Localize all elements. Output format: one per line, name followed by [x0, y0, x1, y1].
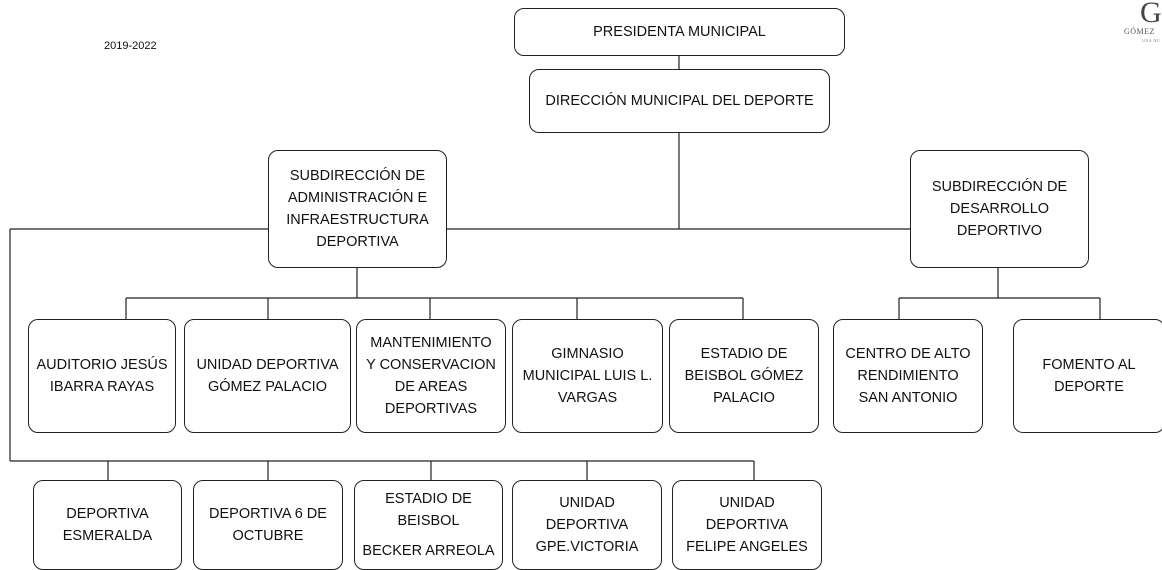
unidad-felipe-angeles-box: UNIDAD DEPORTIVA FELIPE ANGELES: [672, 480, 822, 570]
subdireccion-administracion-box: SUBDIRECCIÓN DE ADMINISTRACIÓN E INFRAES…: [268, 150, 447, 268]
subdireccion-desarrollo-box: SUBDIRECCIÓN DE DESARROLLO DEPORTIVO: [910, 150, 1089, 268]
gimnasio-label: GIMNASIO MUNICIPAL LUIS L. VARGAS: [522, 346, 653, 406]
unidad-gomez-palacio-box: UNIDAD DEPORTIVA GÓMEZ PALACIO: [184, 319, 351, 433]
fomento-deporte-box: FOMENTO AL DEPORTE: [1013, 319, 1162, 433]
centro-alto-rendimiento-box: CENTRO DE ALTO RENDIMIENTO SAN ANTONIO: [833, 319, 983, 433]
deportiva-6-octubre-label: DEPORTIVA 6 DE OCTUBRE: [209, 506, 327, 544]
unidad-felipe-angeles-label: UNIDAD DEPORTIVA FELIPE ANGELES: [686, 495, 808, 555]
estadio-becker-line3: BECKER ARREOLA: [362, 543, 495, 559]
mantenimiento-box: MANTENIMIENTO Y CONSERVACION DE AREAS DE…: [356, 319, 506, 433]
auditorio-box: AUDITORIO JESÚS IBARRA RAYAS: [28, 319, 176, 433]
deportiva-esmeralda-box: DEPORTIVA ESMERALDA: [33, 480, 182, 570]
period-label: 2019-2022: [104, 40, 157, 52]
subdireccion-desarrollo-label: SUBDIRECCIÓN DE DESARROLLO DEPORTIVO: [931, 179, 1068, 239]
deportiva-esmeralda-label: DEPORTIVA ESMERALDA: [62, 506, 153, 544]
subdireccion-administracion-label: SUBDIRECCIÓN DE ADMINISTRACIÓN E INFRAES…: [286, 168, 429, 250]
estadio-gomez-palacio-box: ESTADIO DE BEISBOL GÓMEZ PALACIO: [669, 319, 819, 433]
estadio-becker-text: ESTADIO DE BEISBOL BECKER ARREOLA: [362, 488, 494, 562]
municipal-logo: G GÓMEZ UNA NU: [1120, 2, 1162, 52]
logo-subtext: UNA NU: [1142, 38, 1161, 43]
direccion-municipal-label: DIRECCIÓN MUNICIPAL DEL DEPORTE: [545, 93, 814, 109]
presidenta-municipal-box: PRESIDENTA MUNICIPAL: [514, 8, 845, 56]
fomento-deporte-label: FOMENTO AL DEPORTE: [1042, 357, 1136, 395]
deportiva-6-octubre-box: DEPORTIVA 6 DE OCTUBRE: [193, 480, 343, 570]
gimnasio-box: GIMNASIO MUNICIPAL LUIS L. VARGAS: [512, 319, 663, 433]
auditorio-label: AUDITORIO JESÚS IBARRA RAYAS: [36, 357, 168, 395]
presidenta-municipal-label: PRESIDENTA MUNICIPAL: [593, 24, 766, 40]
centro-alto-rendimiento-label: CENTRO DE ALTO RENDIMIENTO SAN ANTONIO: [845, 346, 971, 406]
logo-mark: G: [1140, 2, 1162, 29]
estadio-becker-box: ESTADIO DE BEISBOL BECKER ARREOLA: [354, 480, 503, 570]
direccion-municipal-box: DIRECCIÓN MUNICIPAL DEL DEPORTE: [529, 69, 830, 133]
unidad-gpe-victoria-label: UNIDAD DEPORTIVA GPE.VICTORIA: [535, 495, 639, 555]
estadio-becker-line2: BEISBOL: [397, 513, 460, 529]
unidad-gomez-palacio-label: UNIDAD DEPORTIVA GÓMEZ PALACIO: [196, 357, 339, 395]
logo-word: GÓMEZ: [1124, 27, 1155, 36]
estadio-becker-line1: ESTADIO DE: [385, 491, 472, 507]
unidad-gpe-victoria-box: UNIDAD DEPORTIVA GPE.VICTORIA: [512, 480, 662, 570]
mantenimiento-label: MANTENIMIENTO Y CONSERVACION DE AREAS DE…: [366, 335, 496, 417]
estadio-gomez-palacio-label: ESTADIO DE BEISBOL GÓMEZ PALACIO: [684, 346, 804, 406]
